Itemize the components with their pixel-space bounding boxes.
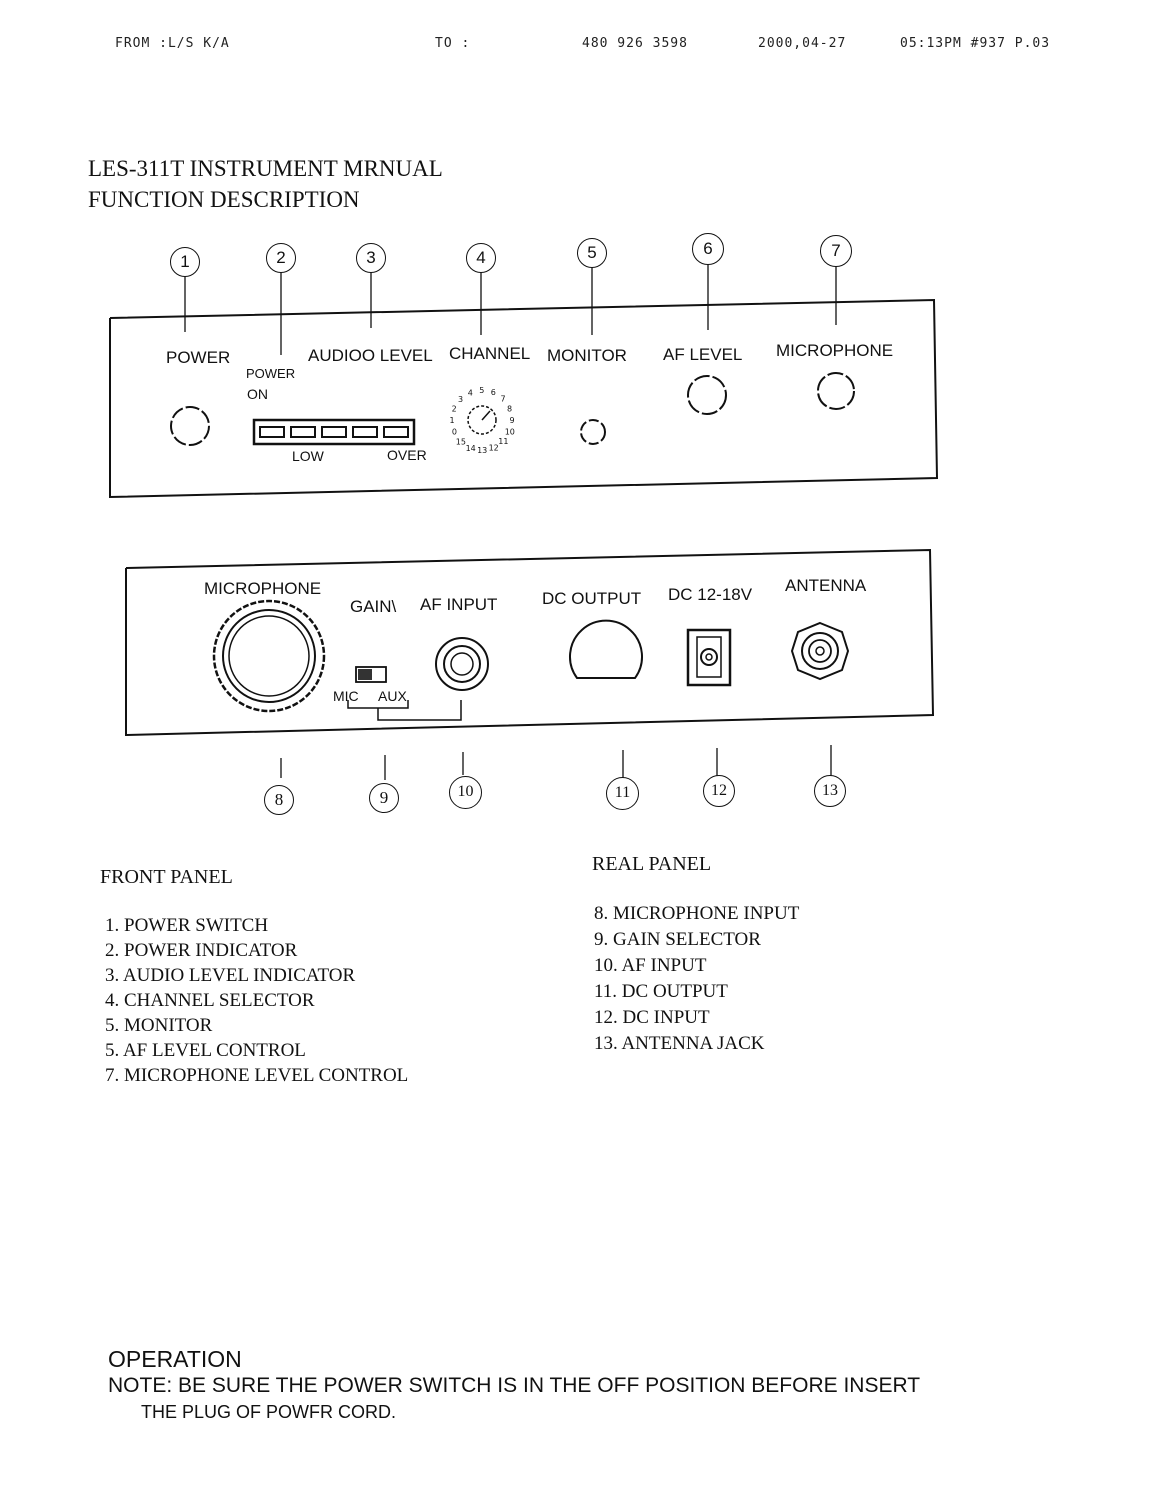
list-item: 10. AF INPUT [594,955,707,976]
rear-panel-outline [125,548,935,780]
label-power-on: POWER [246,366,296,381]
dc-output-connector-icon [569,619,643,679]
front-panel-list: 1. POWER SWITCH 2. POWER INDICATOR 3. AU… [105,913,408,1088]
label-microphone-front: MICROPHONE [776,341,894,360]
channel-digit: 11 [498,437,508,446]
label-monitor: MONITOR [547,346,627,365]
channel-digit: 10 [505,427,515,436]
microphone-level-knob-icon [817,372,855,410]
label-microphone-rear: MICROPHONE [204,579,322,598]
fax-date: 2000,04-27 [758,36,847,51]
fax-time-page: 05:13PM #937 P.03 [900,36,1051,51]
audio-level-meter-icon [252,418,416,446]
label-mic: MIC [333,688,359,704]
manual-title: LES-311T INSTRUMENT MRNUAL [88,156,443,181]
channel-digit: 5 [479,386,484,395]
callout-10: 10 [449,776,482,809]
section-title: FUNCTION DESCRIPTION [88,187,360,212]
label-gain: GAIN\ [350,597,397,616]
operation-note-line2: THE PLUG OF POWFR CORD. [141,1402,397,1422]
fax-from: FROM :L/S K/A [115,36,230,51]
label-over: OVER [387,447,427,463]
channel-digit: 12 [489,444,499,453]
label-on: ON [247,386,268,402]
front-panel-outline [109,261,939,499]
label-audio-level: AUDIOO LEVEL [308,346,433,365]
list-item: 5. AF LEVEL CONTROL [105,1040,306,1061]
label-power: POWER [166,348,231,367]
list-item: 3. AUDIO LEVEL INDICATOR [105,965,356,986]
front-panel-heading: FRONT PANEL [100,866,233,888]
channel-digit: 13 [477,446,487,455]
list-item: 13. ANTENNA JACK [594,1033,765,1054]
label-aux: AUX [378,688,407,704]
list-item: 1. POWER SWITCH [105,915,269,936]
channel-digit: 1 [449,416,454,425]
callout-12: 12 [703,775,735,807]
label-low: LOW [292,448,324,464]
channel-digit: 3 [458,395,463,404]
callout-4: 4 [466,243,496,273]
channel-digit: 9 [509,416,514,425]
fax-phone: 480 926 3598 [582,36,688,51]
monitor-jack-icon [580,419,606,445]
callout-7: 7 [820,235,852,267]
label-antenna: ANTENNA [785,576,867,595]
af-level-knob-icon [687,375,727,415]
list-item: 5. MONITOR [105,1015,213,1036]
label-af-level: AF LEVEL [663,345,743,364]
callout-1: 1 [170,247,200,277]
list-item: 8. MICROPHONE INPUT [594,903,800,924]
dc-input-connector-icon [686,628,732,687]
callout-6: 6 [692,233,724,265]
operation-note-line1: NOTE: BE SURE THE POWER SWITCH IS IN THE… [108,1374,921,1397]
list-item: 7. MICROPHONE LEVEL CONTROL [105,1065,409,1086]
callout-3: 3 [356,243,386,273]
list-item: 4. CHANNEL SELECTOR [105,990,315,1011]
list-item: 2. POWER INDICATOR [105,940,298,961]
operation-heading: OPERATION [108,1346,242,1372]
callout-5: 5 [577,238,607,268]
channel-digit: 7 [501,395,506,404]
channel-digit: 6 [491,388,496,397]
label-af-input: AF INPUT [420,595,498,614]
list-item: 12. DC INPUT [594,1007,710,1028]
rear-panel-heading: REAL PANEL [592,853,712,875]
af-input-jack-icon [435,637,489,691]
callout-8: 8 [264,785,294,815]
callout-2: 2 [266,243,296,273]
channel-digit: 15 [456,437,466,446]
microphone-connector-icon [212,599,326,713]
label-channel: CHANNEL [449,344,531,363]
channel-digit: 4 [468,388,473,397]
channel-digit: 14 [466,444,476,453]
callout-9: 9 [369,783,399,813]
power-switch-icon [170,406,210,446]
callout-13: 13 [814,775,846,807]
channel-digit: 8 [507,404,512,413]
label-dc-input: DC 12-18V [668,585,753,604]
list-item: 11. DC OUTPUT [594,981,728,1002]
channel-digit: 2 [452,405,457,414]
callout-11: 11 [606,777,639,810]
antenna-jack-icon [790,621,850,681]
label-dc-output: DC OUTPUT [542,589,642,608]
rear-panel-list: 8. MICROPHONE INPUT 9. GAIN SELECTOR 10.… [594,901,799,1057]
fax-to: TO : [435,36,471,51]
list-item: 9. GAIN SELECTOR [594,929,761,950]
channel-digit: 0 [452,428,457,437]
gain-switch-icon [355,666,387,683]
